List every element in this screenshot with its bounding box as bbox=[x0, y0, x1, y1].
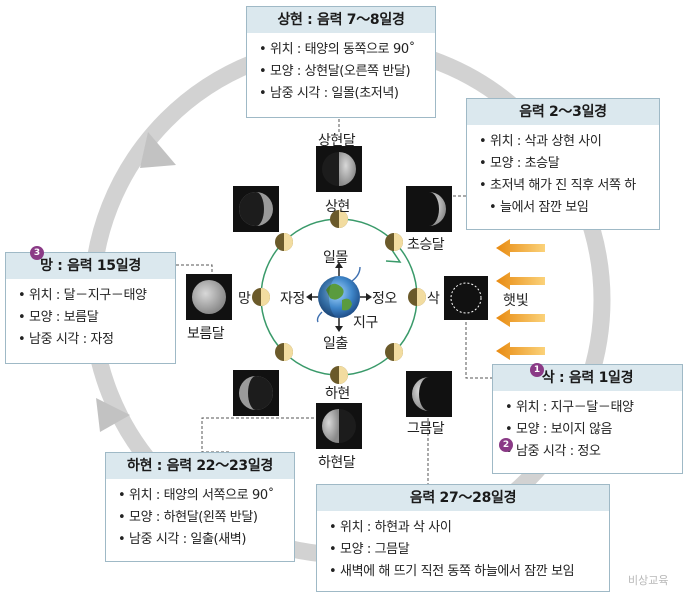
box-item: 모양 : 하현달(왼쪽 반달) bbox=[118, 507, 286, 529]
box-item: 위치 : 태양의 동쪽으로 90˚ bbox=[259, 39, 427, 61]
first-quarter-position-label: 상현 bbox=[325, 199, 350, 215]
ring-arrow-icon bbox=[140, 132, 176, 168]
orbit-moons bbox=[252, 210, 426, 384]
box-item: 모양 : 초승달 bbox=[479, 153, 651, 175]
box-item: 모양 : 보름달 bbox=[18, 307, 167, 329]
sunrise-label: 일출 bbox=[323, 336, 348, 352]
box-item: 위치 : 달－지구－태양 bbox=[18, 285, 167, 307]
first-quarter-info-box: 상현 : 음력 7～8일경 위치 : 태양의 동쪽으로 90˚ 모양 : 상현달… bbox=[246, 6, 436, 118]
box-item: 위치 : 태양의 서쪽으로 90˚ bbox=[118, 485, 286, 507]
box-item: 새벽에 해 뜨기 직전 동쪽 하늘에서 잠깐 보임 bbox=[329, 561, 601, 583]
full-position-label: 망 bbox=[238, 291, 251, 307]
marker-badge-1: 1 bbox=[530, 363, 544, 377]
box-item: 남중 시각 : 일출(새벽) bbox=[118, 529, 286, 551]
full-moon-label: 보름달 bbox=[187, 326, 225, 342]
box-title: 음력 27～28일경 bbox=[317, 485, 609, 511]
box-item: 모양 : 상현달(오른쪽 반달) bbox=[259, 61, 427, 83]
earth-icon bbox=[306, 262, 372, 332]
publisher-watermark: 비상교육 bbox=[628, 574, 669, 587]
crescent-moon-label: 초승달 bbox=[407, 237, 445, 253]
marker-badge-3: 3 bbox=[30, 246, 44, 260]
box-item: 남중 시각 : 일몰(초저녁) bbox=[259, 83, 427, 105]
first-quarter-moon-label: 상현달 bbox=[318, 133, 356, 149]
marker-badge-2: 2 bbox=[499, 438, 513, 452]
box-item: 모양 : 보이지 않음 bbox=[505, 419, 674, 441]
new-position-label: 삭 bbox=[427, 291, 440, 307]
box-item: 남중 시각 : 정오 bbox=[505, 441, 674, 463]
noon-label: 정오 bbox=[372, 291, 397, 307]
last-quarter-position-label: 하현 bbox=[325, 386, 350, 402]
crescent-info-box: 음력 2～3일경 위치 : 삭과 상현 사이 모양 : 초승달 초저녁 해가 진… bbox=[466, 98, 660, 230]
box-item: 위치 : 지구－달－태양 bbox=[505, 397, 674, 419]
moon-photos bbox=[186, 146, 488, 449]
new-moon-info-box: 삭 : 음력 1일경 위치 : 지구－달－태양 모양 : 보이지 않음 남중 시… bbox=[492, 364, 683, 474]
sunlight-label: 햇빛 bbox=[503, 293, 529, 309]
earth-label: 지구 bbox=[353, 315, 378, 331]
box-item: 늘에서 잠깐 보임 bbox=[479, 197, 651, 219]
sunlight-arrows bbox=[496, 239, 545, 360]
sunset-label: 일몰 bbox=[323, 250, 348, 266]
box-item: 초저녁 해가 진 직후 서쪽 하 bbox=[479, 175, 651, 197]
waning-crescent-moon-label: 그믐달 bbox=[407, 421, 445, 437]
last-quarter-info-box: 하현 : 음력 22～23일경 위치 : 태양의 서쪽으로 90˚ 모양 : 하… bbox=[105, 452, 295, 562]
last-quarter-moon-label: 하현달 bbox=[318, 455, 356, 471]
box-item: 남중 시각 : 자정 bbox=[18, 329, 167, 351]
midnight-label: 자정 bbox=[280, 291, 305, 307]
box-item: 위치 : 삭과 상현 사이 bbox=[479, 131, 651, 153]
box-title: 하현 : 음력 22～23일경 bbox=[106, 453, 294, 479]
full-moon-info-box: 망 : 음력 15일경 위치 : 달－지구－태양 모양 : 보름달 남중 시각 … bbox=[5, 252, 176, 364]
ring-arrow-icon bbox=[96, 398, 130, 432]
box-title: 상현 : 음력 7～8일경 bbox=[247, 7, 435, 33]
box-title: 삭 : 음력 1일경 bbox=[493, 365, 682, 391]
waning-crescent-info-box: 음력 27～28일경 위치 : 하현과 삭 사이 모양 : 그믐달 새벽에 해 … bbox=[316, 484, 610, 592]
box-item: 모양 : 그믐달 bbox=[329, 539, 601, 561]
box-item: 위치 : 하현과 삭 사이 bbox=[329, 517, 601, 539]
box-title: 음력 2～3일경 bbox=[467, 99, 659, 125]
